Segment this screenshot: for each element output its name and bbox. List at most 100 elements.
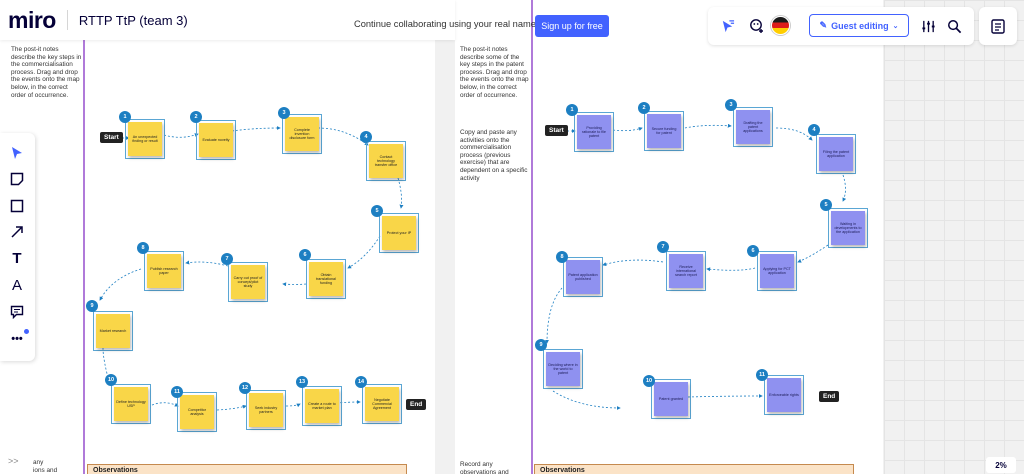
step-badge: 13	[296, 376, 308, 388]
end-marker: End	[406, 399, 427, 410]
zoom-level[interactable]: 2%	[986, 457, 1016, 473]
observations-box[interactable]: Observations	[534, 464, 854, 474]
note-selection	[757, 251, 797, 291]
step-badge: 6	[299, 249, 311, 261]
note-selection	[828, 208, 868, 248]
step-badge: 1	[119, 111, 131, 123]
more-tools[interactable]: •••	[11, 333, 23, 345]
step-badge: 14	[355, 376, 367, 388]
end-marker: End	[819, 391, 840, 402]
sticky-note[interactable]: Seek industry partners	[249, 393, 283, 427]
notes-icon[interactable]	[979, 7, 1017, 45]
sticky-note[interactable]: Complete invention disclosure form	[285, 117, 319, 151]
connection-line-tool[interactable]	[6, 221, 28, 243]
pen-icon: ✎	[819, 20, 828, 30]
note-selection	[366, 141, 406, 181]
shape-tool[interactable]	[6, 195, 28, 217]
sticky-note[interactable]: Patent granted	[654, 382, 688, 416]
note-selection	[302, 386, 342, 426]
step-badge: 11	[171, 386, 183, 398]
sticky-note[interactable]: Define technology USP	[114, 387, 148, 421]
step-badge: 12	[239, 382, 251, 394]
sticky-note[interactable]: Waiting in developments to the applicati…	[831, 211, 865, 245]
note-selection	[362, 384, 402, 424]
sticky-note[interactable]: Secure funding for patent	[647, 114, 681, 148]
sticky-note[interactable]: Negotiate Commercial Agreement	[365, 387, 399, 421]
sticky-note[interactable]: Patent application published	[566, 260, 600, 294]
step-badge: 3	[725, 99, 737, 111]
note-selection	[282, 114, 322, 154]
chevron-down-icon: ⌄	[892, 22, 899, 30]
note-selection	[125, 119, 165, 159]
step-badge: 1	[566, 104, 578, 116]
sticky-note[interactable]: Competitor analysis	[180, 395, 214, 429]
select-tool[interactable]	[6, 142, 28, 164]
observations-box[interactable]: Observations	[87, 464, 407, 474]
sign-up-button[interactable]: Sign up for free	[535, 15, 609, 37]
step-badge: 7	[657, 241, 669, 253]
text-tool[interactable]: T	[12, 249, 22, 267]
add-collaborator-icon[interactable]	[747, 16, 767, 36]
step-badge: 10	[105, 374, 117, 386]
bottom-instruction-text: Record any observations and	[460, 461, 509, 474]
sticky-note[interactable]: Enforceable rights	[767, 378, 801, 412]
note-selection	[816, 134, 856, 174]
note-selection	[379, 213, 419, 253]
sticky-note[interactable]: Carry out proof of concept/pilot study	[231, 265, 265, 299]
note-selection	[177, 392, 217, 432]
note-selection	[246, 390, 286, 430]
sticky-note[interactable]: Deciding where in the world to patent	[546, 352, 580, 386]
note-selection	[644, 111, 684, 151]
board-header: miro RTTP TtP (team 3)	[0, 0, 455, 40]
sticky-note[interactable]: An unexpected finding or result	[128, 122, 162, 156]
step-badge: 5	[820, 199, 832, 211]
avatar[interactable]	[771, 16, 790, 35]
step-badge: 7	[221, 253, 233, 265]
step-badge: 3	[278, 107, 290, 119]
sticky-note[interactable]: Providing rationale to file patent	[577, 115, 611, 149]
settings-icon[interactable]	[918, 16, 938, 36]
search-icon[interactable]	[944, 16, 964, 36]
sticky-note[interactable]: Create a route to market plan	[305, 389, 339, 423]
sticky-note[interactable]: Receive international search report	[669, 254, 703, 288]
miro-logo[interactable]: miro	[8, 6, 56, 33]
note-selection	[574, 112, 614, 152]
sticky-note[interactable]: Drafting the patent applications	[736, 110, 770, 144]
guest-editing-button[interactable]: ✎ Guest editing ⌄	[809, 14, 909, 37]
reactions-icon[interactable]	[717, 16, 737, 36]
note-selection	[196, 120, 236, 160]
step-badge: 2	[190, 111, 202, 123]
note-selection	[228, 262, 268, 302]
sticky-note[interactable]: Publish research paper	[147, 254, 181, 288]
sticky-note[interactable]: Obtain translational funding	[309, 262, 343, 296]
step-badge: 8	[137, 242, 149, 254]
pen-tool[interactable]: A	[11, 276, 22, 294]
note-selection	[563, 257, 603, 297]
note-selection	[733, 107, 773, 147]
step-badge: 6	[747, 245, 759, 257]
board-title[interactable]: RTTP TtP (team 3)	[78, 12, 188, 28]
comment-tool[interactable]	[6, 301, 28, 323]
step-badge: 8	[556, 251, 568, 263]
sticky-note[interactable]: Filing the patent application	[819, 137, 853, 171]
frame-divider	[531, 0, 533, 474]
step-badge: 9	[86, 300, 98, 312]
sticky-note[interactable]: Contact technology transfer office	[369, 144, 403, 178]
note-selection	[764, 375, 804, 415]
note-selection	[111, 384, 151, 424]
step-badge: 4	[808, 124, 820, 136]
sticky-note[interactable]: Market research	[96, 314, 130, 348]
sticky-note[interactable]: Protect your IP	[382, 216, 416, 250]
canvas-grid	[884, 0, 1024, 474]
expand-panel-button[interactable]: >>	[8, 456, 19, 466]
sticky-note-tool[interactable]	[6, 168, 28, 190]
sticky-note[interactable]: Applying for PCT application	[760, 254, 794, 288]
step-badge: 4	[360, 131, 372, 143]
notification-dot	[24, 329, 29, 334]
sticky-note[interactable]: Evaluate novelty	[199, 123, 233, 157]
step-badge: 9	[535, 339, 547, 351]
step-badge: 2	[638, 102, 650, 114]
start-marker: Start	[100, 132, 123, 143]
step-badge: 5	[371, 205, 383, 217]
